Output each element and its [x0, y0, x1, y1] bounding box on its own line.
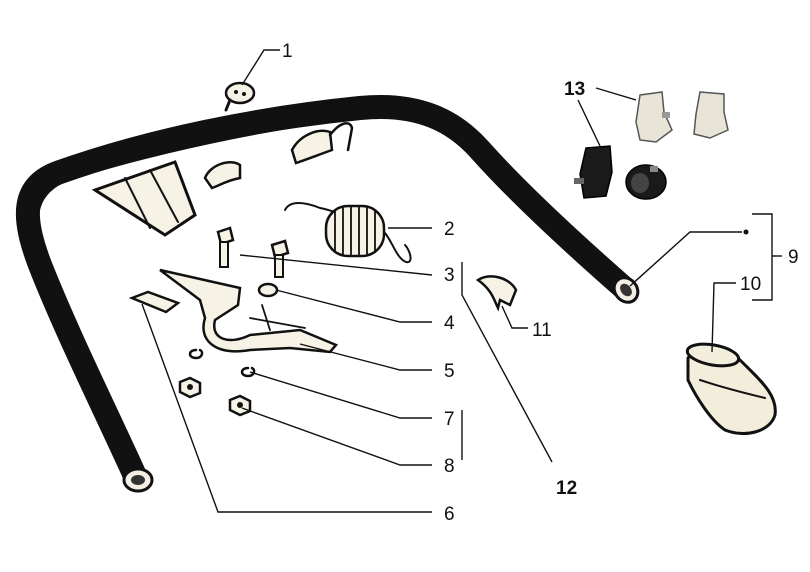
leader-13a	[595, 87, 637, 101]
frame-lug-left	[203, 161, 242, 190]
part-4-washer	[257, 282, 279, 298]
leader-6	[141, 303, 432, 513]
part-7-spring-washers	[188, 348, 256, 378]
bracket-9-10	[752, 213, 773, 301]
part-1-knob	[224, 81, 256, 112]
callout-4: 4	[444, 313, 455, 334]
leader-13b	[577, 99, 601, 147]
part-11-clip	[475, 275, 518, 312]
callout-13: 13	[564, 79, 585, 100]
leader-1	[241, 49, 280, 86]
part-8-nuts	[178, 376, 252, 417]
leader-5	[299, 343, 432, 371]
part-5-bracket	[159, 268, 339, 354]
frame-mounting-plate	[91, 160, 197, 237]
callout-labels: 1 2 3 4 5 6 7 8 9 10 11 12 13	[282, 41, 799, 525]
callout-12: 12	[556, 478, 577, 499]
callout-8: 8	[444, 456, 455, 477]
callout-10: 10	[740, 274, 761, 295]
leader-7	[249, 371, 432, 419]
leader-lines	[141, 49, 782, 513]
part-6-plate	[128, 290, 181, 314]
callout-9: 9	[788, 247, 799, 268]
leader-3	[239, 254, 433, 276]
callout-7: 7	[444, 409, 455, 430]
leader-4	[275, 289, 432, 323]
leader-8	[241, 407, 432, 466]
callout-5: 5	[444, 361, 455, 382]
part-2-spring	[284, 202, 412, 264]
leader-12a	[461, 262, 553, 463]
part-13-clamps	[574, 91, 729, 200]
callout-6: 6	[444, 504, 455, 525]
leader-11	[501, 305, 528, 329]
leader-9	[629, 231, 742, 287]
callout-1: 1	[282, 41, 293, 62]
frame-lug-right	[290, 122, 354, 165]
leader-10	[711, 282, 736, 353]
callout-3: 3	[444, 265, 455, 286]
callout-2: 2	[444, 219, 455, 240]
part-3-bolts	[216, 226, 290, 278]
part-10-grip	[685, 342, 777, 435]
tubular-frame	[15, 95, 640, 493]
callout-11: 11	[532, 320, 552, 341]
